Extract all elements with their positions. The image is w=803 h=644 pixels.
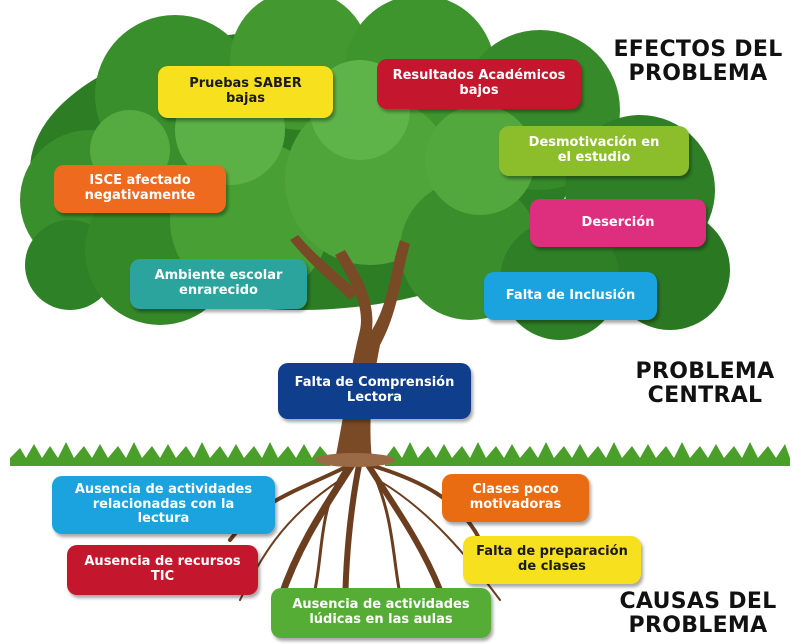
- grass: [10, 442, 790, 467]
- effect-isce: ISCE afectado negativamente: [54, 165, 226, 213]
- effect-desmotivacion: Desmotivación en el estudio: [499, 126, 689, 176]
- cause-clases-poco-motivadoras: Clases poco motivadoras: [442, 474, 589, 522]
- cause-ausencia-actividades-lectura: Ausencia de actividades relacionadas con…: [52, 476, 275, 534]
- effect-falta-inclusion: Falta de Inclusión: [484, 272, 657, 320]
- cause-ausencia-recursos-tic: Ausencia de recursos TIC: [67, 545, 258, 595]
- effects-section-label: EFECTOS DEL PROBLEMA: [613, 37, 783, 86]
- cause-ausencia-actividades-ludicas: Ausencia de actividades lúdicas en las a…: [271, 588, 491, 638]
- effect-desercion: Deserción: [530, 199, 706, 247]
- central-problem: Falta de Comprensión Lectora: [278, 363, 471, 419]
- cause-falta-preparacion: Falta de preparación de clases: [463, 536, 641, 584]
- effect-resultados-academicos: Resultados Académicos bajos: [377, 59, 581, 109]
- central-section-label: PROBLEMA CENTRAL: [635, 359, 775, 408]
- causes-section-label: CAUSAS DEL PROBLEMA: [619, 589, 777, 638]
- effect-pruebas-saber: Pruebas SABER bajas: [158, 66, 333, 118]
- effect-ambiente-escolar: Ambiente escolar enrarecido: [130, 259, 307, 309]
